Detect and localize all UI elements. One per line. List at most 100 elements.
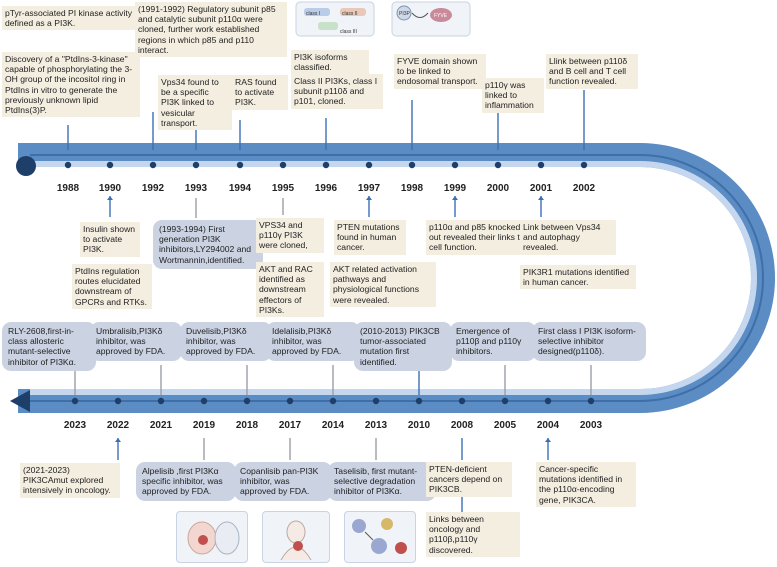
- year-dot-bottom-2023: [71, 397, 79, 405]
- year-label-1995: 1995: [271, 183, 295, 194]
- event-1995-vps34-cloned: VPS34 and p110γ PI3K were cloned,: [256, 218, 324, 253]
- event-2017-copanlisib: Copanlisib pan-PI3K inhibitor, was appro…: [234, 462, 332, 501]
- event-1993-vps34: Vps34 found to be a specific PI3K linked…: [158, 75, 232, 131]
- year-label-1997: 1997: [357, 183, 381, 194]
- connector-arrow: [452, 196, 458, 200]
- year-label-2017: 2017: [278, 420, 302, 431]
- year-dot-bottom-2003: [587, 397, 595, 405]
- alpelisib-illustration: [176, 511, 248, 563]
- event-2010-pik3cb: (2010-2013) PIK3CB tumor-associated muta…: [354, 322, 452, 371]
- svg-text:class III: class III: [340, 29, 357, 35]
- event-2005-p110b-p110g: Emergence of p110β and p110γ inhibitors.: [450, 322, 536, 361]
- event-1998-fyve: FYVE domain shown to be linked to endoso…: [394, 54, 486, 89]
- year-dot-top-2001: [537, 161, 545, 169]
- year-dot-bottom-2019: [200, 397, 208, 405]
- event-1993-first-inhibitors: (1993-1994) First generation PI3K inhibi…: [153, 220, 263, 269]
- year-dot-top-1995: [279, 161, 287, 169]
- event-1988-ptdins-3-kinase: Discovery of a "PtdIns-3-kinase" capable…: [2, 52, 140, 118]
- year-label-1996: 1996: [314, 183, 338, 194]
- event-2001-pik3r1: PIK3R1 mutations identified in human can…: [520, 265, 636, 290]
- year-dot-top-1992: [149, 161, 157, 169]
- year-label-2021: 2021: [149, 420, 173, 431]
- year-label-2000: 2000: [486, 183, 510, 194]
- year-label-2013: 2013: [364, 420, 388, 431]
- year-dot-top-1997: [365, 161, 373, 169]
- year-label-2023: 2023: [63, 420, 87, 431]
- year-dot-bottom-2004: [544, 397, 552, 405]
- event-2014-idelalisib: Idelalisib,PI3Kδ inhibitor, was approved…: [266, 322, 360, 361]
- event-1991-p85-p110: (1991-1992) Regulatory subunit p85 and c…: [135, 2, 287, 58]
- timeline-start-dot: [16, 156, 36, 176]
- event-2008-pten-deficient: PTEN-deficient cancers depend on PIK3CB.: [426, 462, 512, 497]
- pi3k-classes-illustration: class I class II class III: [295, 1, 375, 37]
- year-dot-top-1988: [64, 161, 72, 169]
- year-label-1994: 1994: [228, 183, 252, 194]
- svg-text:class II: class II: [342, 11, 358, 17]
- year-label-1998: 1998: [400, 183, 424, 194]
- year-label-2002: 2002: [572, 183, 596, 194]
- event-2004-pik3ca: Cancer-specific mutations identified in …: [536, 462, 636, 507]
- event-1988-pi-kinase: pTyr-associated PI kinase activity defin…: [2, 6, 138, 31]
- year-label-2003: 2003: [579, 420, 603, 431]
- year-label-2014: 2014: [321, 420, 345, 431]
- year-dot-bottom-2014: [329, 397, 337, 405]
- taselisib-illustration: [344, 511, 416, 563]
- event-2019-alpelisib: Alpelisib ,first PI3Kα specific inhibito…: [136, 462, 236, 501]
- year-dot-bottom-2010: [415, 397, 423, 405]
- svg-text:FYVE: FYVE: [434, 13, 448, 19]
- year-dot-top-2000: [494, 161, 502, 169]
- connectors: [67, 90, 592, 512]
- event-2023-rly-2608: RLY-2608,first-in-class allosteric mutan…: [2, 322, 96, 371]
- bottom-year-markers: [71, 397, 595, 405]
- year-dot-top-1996: [322, 161, 330, 169]
- event-2013-taselisib: Taselisib, first mutant-selective degrad…: [328, 462, 436, 501]
- event-1990-insulin: Insulin shown to activate PI3K.: [80, 222, 140, 257]
- year-dot-top-1999: [451, 161, 459, 169]
- event-1996-isoforms: PI3K isoforms classified.: [291, 50, 369, 75]
- year-label-2004: 2004: [536, 420, 560, 431]
- year-dot-top-1998: [408, 161, 416, 169]
- year-label-2001: 2001: [529, 183, 553, 194]
- year-label-1999: 1999: [443, 183, 467, 194]
- connector-arrow: [366, 196, 372, 200]
- event-2001-autophagy: Link between Vps34 and autophagy reveale…: [520, 220, 616, 255]
- connector-arrow: [545, 438, 551, 442]
- event-2022-umbralisib: Umbralisib,PI3Kδ inhibitor, was approved…: [90, 322, 182, 361]
- svg-text:PI3P: PI3P: [399, 11, 411, 17]
- year-dot-bottom-2021: [157, 397, 165, 405]
- year-dot-top-1994: [236, 161, 244, 169]
- event-1994-ras: RAS found to activate PI3K.: [232, 75, 288, 110]
- svg-text:class I: class I: [306, 11, 320, 17]
- year-dot-bottom-2018: [243, 397, 251, 405]
- event-2002-p110d: Llink between p110δ and B cell and T cel…: [546, 54, 638, 89]
- connector-arrow: [538, 196, 544, 200]
- connector-arrow: [115, 438, 121, 442]
- top-year-markers: [64, 161, 588, 169]
- year-label-2008: 2008: [450, 420, 474, 431]
- year-dot-bottom-2022: [114, 397, 122, 405]
- year-dot-top-1990: [106, 161, 114, 169]
- year-label-2018: 2018: [235, 420, 259, 431]
- event-2003-isoform-selective: First class I PI3K isoform-selective inh…: [532, 322, 646, 361]
- event-2018-duvelisib: Duvelisib,PI3Kδ inhibitor, was approved …: [180, 322, 272, 361]
- year-dot-top-1993: [192, 161, 200, 169]
- connector-arrow: [107, 196, 113, 200]
- fyve-illustration: PI3P FYVE: [391, 1, 471, 37]
- timeline-arrowhead: [10, 390, 30, 412]
- year-label-1988: 1988: [56, 183, 80, 194]
- year-label-2019: 2019: [192, 420, 216, 431]
- event-1990-ptdins-routes: PtdIns regulation routes elucidated down…: [72, 264, 152, 309]
- event-2021-pik3camut: (2021-2023) PIK3CAmut explored intensive…: [20, 463, 120, 498]
- year-label-1992: 1992: [141, 183, 165, 194]
- event-1995-akt-rac: AKT and RAC identified as downstream eff…: [256, 262, 324, 318]
- year-label-2010: 2010: [407, 420, 431, 431]
- year-dot-bottom-2008: [458, 397, 466, 405]
- year-label-1990: 1990: [98, 183, 122, 194]
- event-1999-knockout: p110α and p85 knocked out revealed their…: [426, 220, 528, 255]
- year-dot-bottom-2017: [286, 397, 294, 405]
- year-label-1993: 1993: [184, 183, 208, 194]
- year-dot-top-2002: [580, 161, 588, 169]
- copanlisib-illustration: [262, 511, 330, 563]
- year-dot-bottom-2013: [372, 397, 380, 405]
